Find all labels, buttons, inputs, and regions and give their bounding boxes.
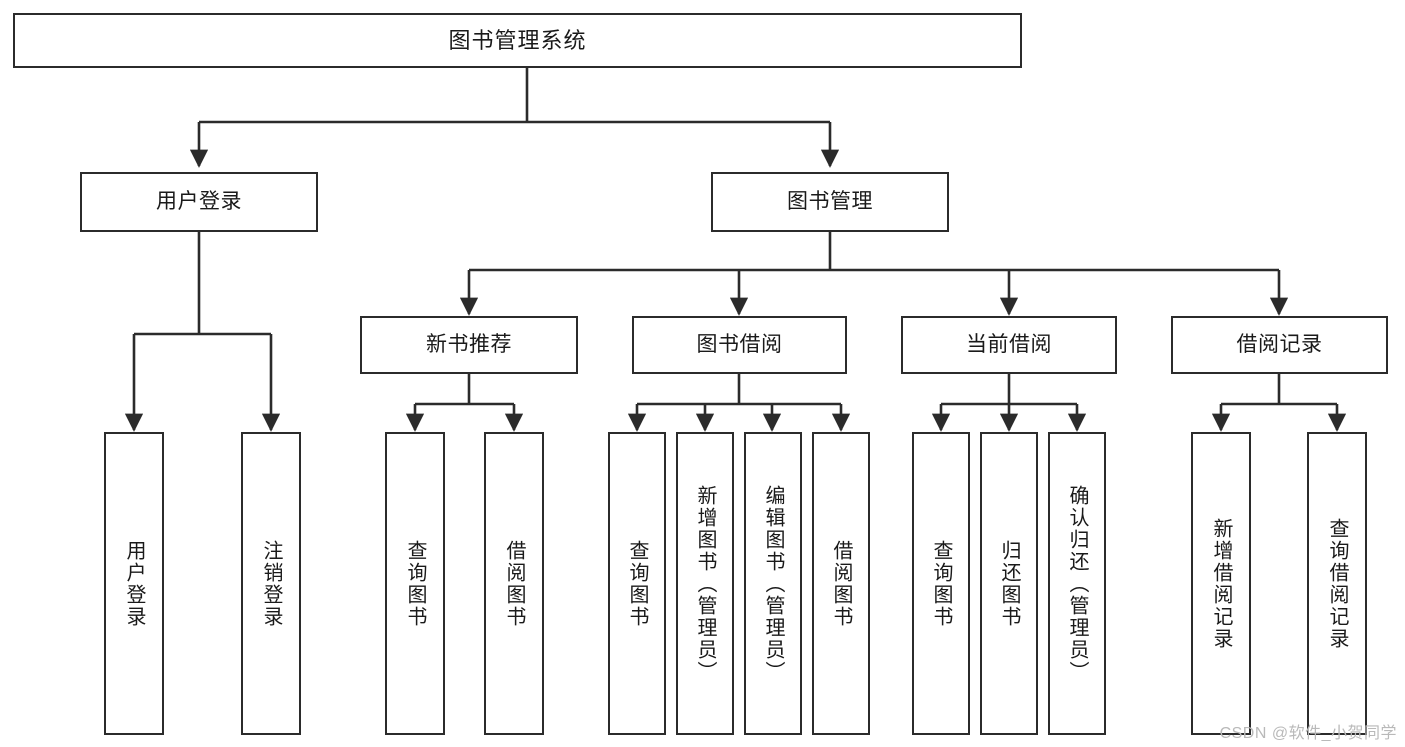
node-label: 图书管理	[787, 189, 873, 213]
node-book-borrowing[interactable]: 图书借阅	[632, 316, 847, 374]
node-leaf-confirm-return-admin[interactable]: 确认归还（管理员）	[1048, 432, 1106, 735]
node-label: 编辑图书（管理员）	[762, 484, 784, 683]
node-label: 用户登录	[123, 539, 145, 628]
node-label: 借阅图书	[830, 539, 852, 628]
node-label: 借阅图书	[503, 539, 525, 628]
node-borrowing-record[interactable]: 借阅记录	[1171, 316, 1388, 374]
node-book-management[interactable]: 图书管理	[711, 172, 949, 232]
node-label: 查询图书	[626, 539, 648, 628]
node-label: 确认归还（管理员）	[1066, 484, 1088, 683]
node-leaf-query-book-new[interactable]: 查询图书	[385, 432, 445, 735]
csdn-watermark: CSDN @软件_小贺同学	[1219, 725, 1397, 742]
node-new-book-recommendation[interactable]: 新书推荐	[360, 316, 578, 374]
node-label: 新书推荐	[426, 332, 512, 356]
node-label: 新增借阅记录	[1210, 517, 1232, 650]
node-leaf-query-book-borrow[interactable]: 查询图书	[608, 432, 666, 735]
node-leaf-return-book[interactable]: 归还图书	[980, 432, 1038, 735]
node-leaf-borrow-book-new[interactable]: 借阅图书	[484, 432, 544, 735]
node-user-login[interactable]: 用户登录	[80, 172, 318, 232]
node-label: 借阅记录	[1236, 332, 1323, 356]
node-leaf-borrow-book[interactable]: 借阅图书	[812, 432, 870, 735]
node-leaf-query-borrow-record[interactable]: 查询借阅记录	[1307, 432, 1367, 735]
node-label: 当前借阅	[966, 332, 1052, 356]
node-label: 查询图书	[404, 539, 426, 628]
node-leaf-user-login[interactable]: 用户登录	[104, 432, 164, 735]
node-label: 图书借阅	[696, 332, 783, 356]
node-root-book-management-system[interactable]: 图书管理系统	[13, 13, 1022, 68]
node-label: 查询图书	[930, 539, 952, 628]
node-label: 图书管理系统	[448, 27, 587, 53]
node-label: 用户登录	[156, 189, 242, 213]
node-label: 新增图书（管理员）	[694, 484, 716, 683]
node-leaf-add-borrow-record[interactable]: 新增借阅记录	[1191, 432, 1251, 735]
node-leaf-logout[interactable]: 注销登录	[241, 432, 301, 735]
node-leaf-query-book-current[interactable]: 查询图书	[912, 432, 970, 735]
node-label: 注销登录	[260, 539, 282, 628]
node-label: 查询借阅记录	[1326, 517, 1348, 650]
node-leaf-edit-book-admin[interactable]: 编辑图书（管理员）	[744, 432, 802, 735]
node-current-borrowing[interactable]: 当前借阅	[901, 316, 1117, 374]
node-leaf-add-book-admin[interactable]: 新增图书（管理员）	[676, 432, 734, 735]
node-label: 归还图书	[998, 539, 1020, 628]
